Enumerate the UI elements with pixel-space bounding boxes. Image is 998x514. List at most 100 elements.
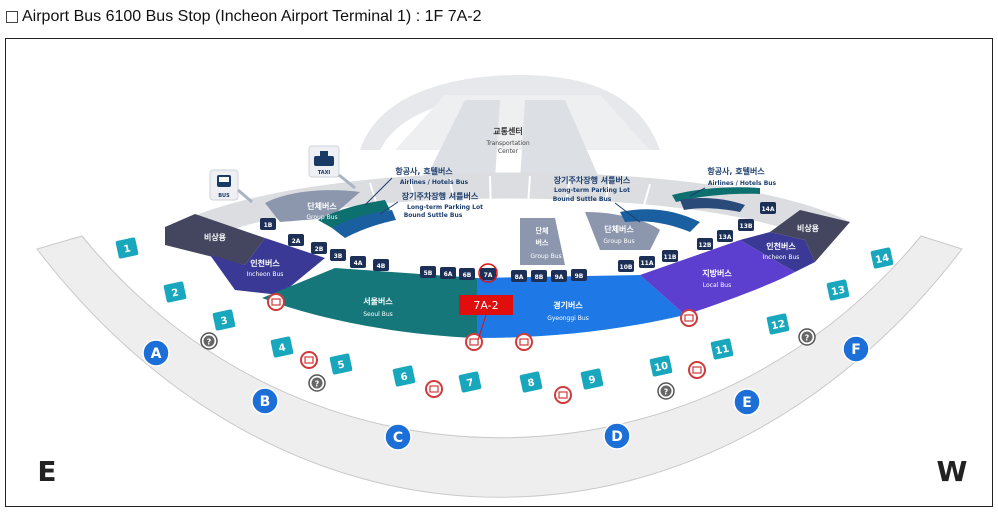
bus-stop-label: 11B [664,254,677,261]
exit-label: 9 [588,374,597,386]
ticket-icon [688,361,706,379]
zone-local [640,240,795,315]
ticket-icon [680,309,698,327]
door-f: F [842,335,870,363]
svg-text:비상용: 비상용 [797,223,820,233]
bus-stop-2b: 2B [311,242,327,254]
bus-stop-label: 12B [699,242,712,249]
bus-stop-13a: 13A [717,230,733,242]
compass-west: W [937,455,968,488]
door-e: E [733,388,761,416]
exit-label: 14 [874,253,890,267]
zone-emergency-left [165,214,265,265]
svg-text:Incheon Bus: Incheon Bus [247,271,284,278]
bus-stop-4b: 4B [373,259,389,271]
svg-text:Airlines / Hotels Bus: Airlines / Hotels Bus [400,179,469,186]
info-icon: ? [200,332,218,350]
exit-6: 6 [392,365,416,387]
svg-text:단체: 단체 [536,226,549,235]
svg-text:Long-term Parking Lot: Long-term Parking Lot [407,204,483,211]
zone-seoul [262,268,477,338]
door-label: D [611,429,623,445]
svg-text:?: ? [805,334,810,343]
bus-stop-label: 6A [444,271,453,278]
bus-stop-label: 8A [515,274,524,281]
svg-text:Incheon Bus: Incheon Bus [763,254,800,261]
exit-2: 2 [163,281,187,303]
door-label: E [742,395,752,411]
svg-text:Airlines / Hotels Bus: Airlines / Hotels Bus [708,180,777,187]
bus-stop-11b: 11B [662,250,678,262]
exit-7: 7 [458,371,482,393]
bus-stop-label: 2B [315,246,324,253]
exit-label: 5 [337,359,346,371]
door-c: C [384,423,412,451]
zone-group-right [585,212,660,250]
svg-text:Center: Center [498,148,519,155]
svg-text:단체버스: 단체버스 [604,224,634,234]
lane-teal-left [318,200,390,228]
door-a: A [142,339,170,367]
compass-east: E [37,455,56,488]
zone-incheon-left [210,238,325,295]
exit-13: 13 [826,279,850,301]
bus-stop-9b: 9B [571,269,587,281]
bus-stop-label: 7A [484,272,493,279]
highlight-7a-2: 7A-2 [459,263,513,341]
svg-text:인천버스: 인천버스 [766,241,796,251]
bus-stop-7a: 7A [480,268,496,280]
svg-text:장기주차장행 셔틀버스: 장기주차장행 셔틀버스 [554,175,631,185]
svg-text:버스: 버스 [536,238,549,247]
bus-stop-6b: 6B [459,268,475,280]
svg-text:Transportation: Transportation [485,140,530,147]
bus-stop-3b: 3B [330,249,346,261]
svg-text:인천버스: 인천버스 [250,258,280,268]
exit-11: 11 [710,338,734,360]
svg-text:비상용: 비상용 [204,232,227,242]
exit-label: 3 [220,315,229,327]
svg-text:Long-term Parking Lot: Long-term Parking Lot [554,187,630,194]
bus-stop-label: 9B [575,273,584,280]
lane-blue-left [332,210,396,238]
bus-stop-8b: 8B [531,270,547,282]
zone-labels: 비상용 인천버스 Incheon Bus 서울버스 Seoul Bus 경기버스… [204,201,820,322]
door-label: B [260,394,271,410]
exit-10: 10 [649,355,673,377]
exit-label: 10 [653,361,669,375]
svg-text:BUS: BUS [218,193,230,199]
bus-stop-label: 9A [555,274,564,281]
callout-labels: 항공사, 호텔버스 Airlines / Hotels Bus 장기주차장행 셔… [395,166,776,219]
exit-label: 13 [830,285,846,299]
door-label: C [393,430,403,446]
bus-stop-label: 14A [762,206,775,213]
zone-emergency-right [770,210,850,262]
exit-1: 1 [115,237,139,259]
bus-stop-13b: 13B [738,219,754,231]
bus-stop-label: 10B [620,264,633,271]
ticket-icon [267,293,285,311]
zone-group-left [265,190,360,222]
map-frame [5,38,993,507]
svg-text:Group Bus: Group Bus [530,253,561,260]
bus-stop-label: 5B [424,270,433,277]
info-icon: ? [798,328,816,346]
taxi-icon: TAXI [308,145,356,190]
transport-center-label: 교통센터 Transportation Center [485,126,530,155]
exit-label: 12 [770,319,786,333]
svg-text:Bound Suttle Bus: Bound Suttle Bus [553,196,612,203]
transport-center-structure [360,75,660,180]
door-b: B [251,387,279,415]
checkbox-icon [6,11,18,23]
svg-text:Bound Suttle Bus: Bound Suttle Bus [404,212,463,219]
bus-stop-10b: 10B [618,260,634,272]
bus-stop-8a: 8A [511,270,527,282]
exit-label: 11 [714,344,730,358]
outer-walkway [36,235,963,498]
bus-stop-label: 13A [719,234,732,241]
bus-stop-label: 11A [641,260,654,267]
bus-stop-label: 8B [535,274,544,281]
highlight-badge [459,295,513,315]
exit-label: 1 [123,243,132,255]
